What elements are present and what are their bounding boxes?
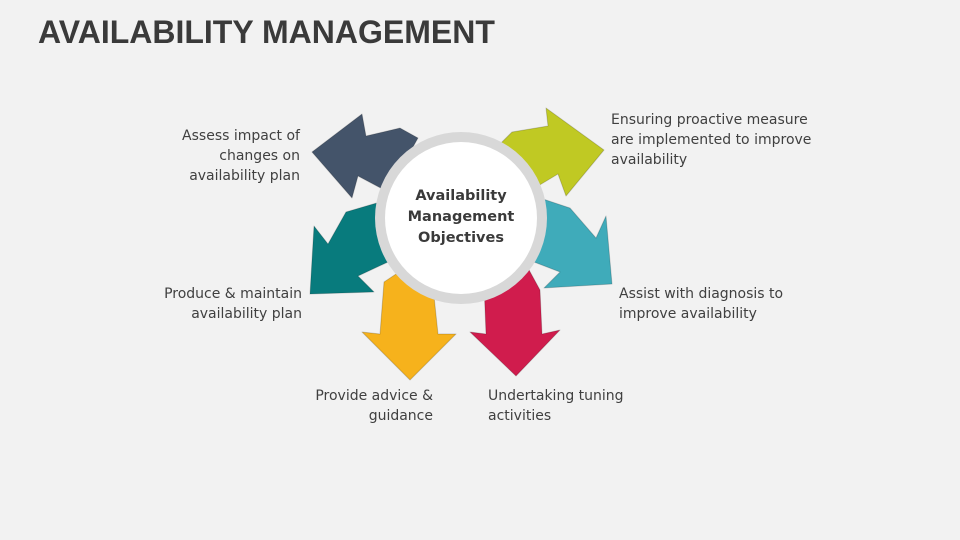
objective-proactive-measures: Ensuring proactive measure are implement… <box>611 112 812 168</box>
objective-assist-diagnosis: Assist with diagnosis to improve availab… <box>619 286 784 322</box>
arrow-maintain-plan <box>309 201 389 295</box>
objective-tuning-activities: Undertaking tuning activities <box>488 388 624 424</box>
arrow-proactive-measures <box>495 107 605 197</box>
objective-assess-impact: Assess impact of changes on availability… <box>182 128 300 184</box>
arrow-assist-diagnosis <box>533 197 613 289</box>
objective-maintain-plan: Produce & maintain availability plan <box>164 286 302 322</box>
objective-advice-guidance: Provide advice & guidance <box>315 388 433 424</box>
center-ring-inner <box>385 142 537 294</box>
slide-title: AVAILABILITY MANAGEMENT <box>38 14 495 50</box>
center-label: Availability Management Objectives <box>407 188 515 246</box>
